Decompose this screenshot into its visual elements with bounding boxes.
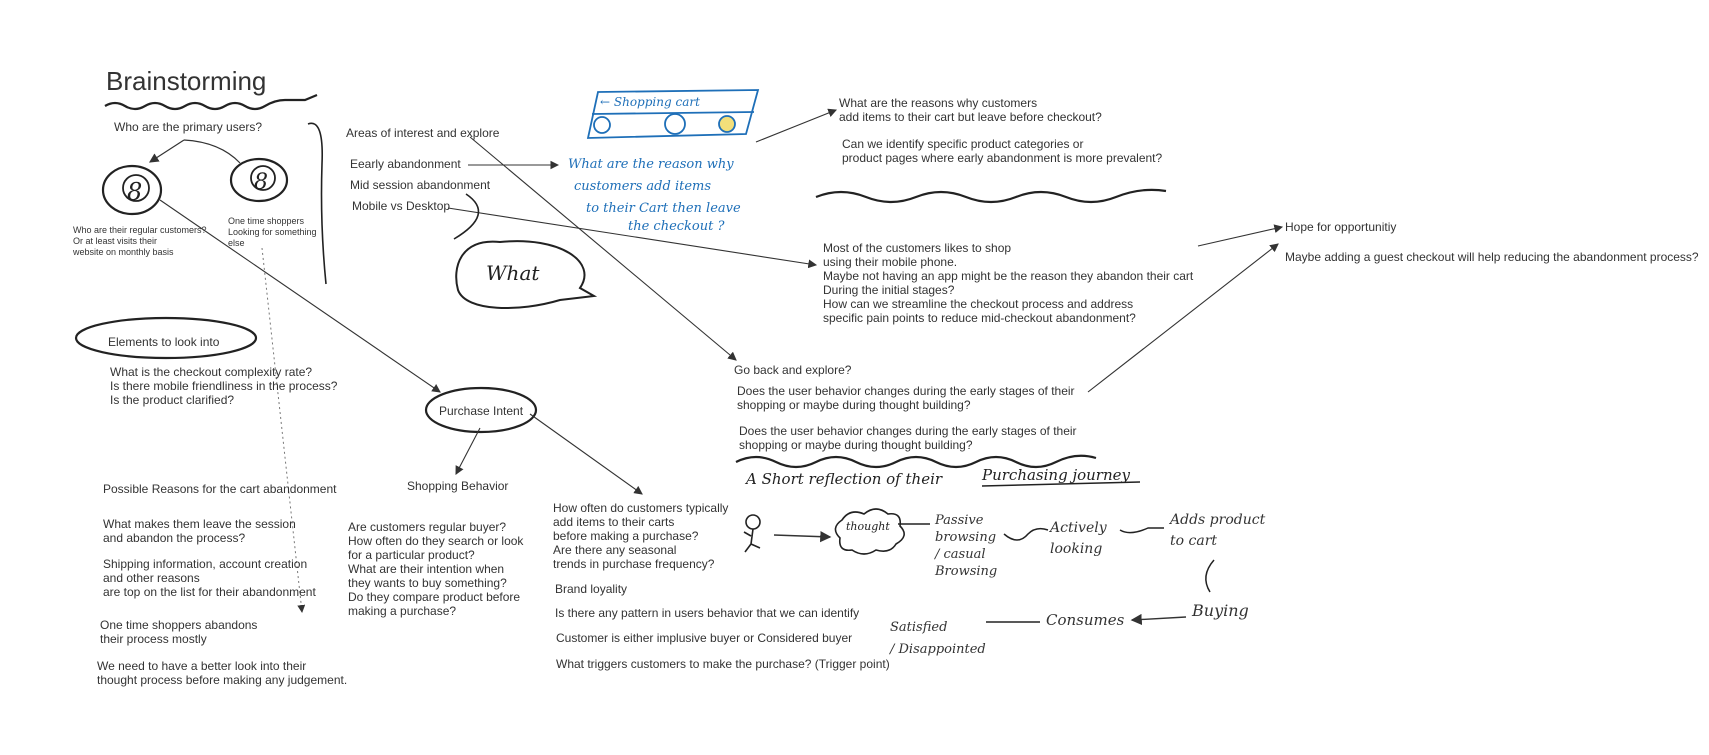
journey-divider — [735, 454, 1097, 469]
frequency-questions: How often do customers typically add ite… — [553, 501, 729, 571]
cart-q-line: the checkout ? — [628, 219, 725, 234]
journey-connector — [1119, 527, 1164, 534]
reasons-question: What are the reasons why customers add i… — [839, 96, 1102, 124]
categories-question: Can we identify specific product categor… — [842, 137, 1163, 165]
connector-arrow — [1087, 243, 1279, 393]
area-early-abandonment: Eearly abandonment — [350, 157, 461, 171]
area-mid-session: Mid session abandonment — [350, 178, 491, 192]
elements-list: What is the checkout complexity rate? Is… — [110, 365, 338, 407]
cart-q-line: to their Cart then leave — [586, 201, 741, 216]
connector-arrow — [469, 136, 737, 361]
journey-consumes: Consumes — [1046, 611, 1125, 629]
users-branch-arrow — [183, 139, 241, 164]
elements-title: Elements to look into — [108, 335, 220, 349]
board-title: Brainstorming — [106, 66, 267, 96]
stick-figure-icon — [743, 514, 761, 553]
journey-passive-browsing: Passive browsing / casual Browsing — [935, 513, 998, 579]
journey-connector — [1003, 527, 1049, 541]
connector-arrow — [529, 413, 643, 495]
connector-arrow — [455, 427, 481, 475]
journey-title-underlined: Purchasing journey — [981, 466, 1131, 484]
one-time-abandons: One time shoppers abandons their process… — [100, 618, 258, 646]
brand-loyalty: Brand loyality — [555, 582, 628, 596]
journey-connector — [1205, 559, 1215, 593]
connector-scribble — [453, 193, 480, 240]
early-stage-question-2: Does the user behavior changes during th… — [739, 424, 1077, 452]
journey-adds-to-cart: Adds product to cart — [1170, 512, 1266, 549]
shopping-behavior-label: Shopping Behavior — [407, 479, 509, 493]
purchase-intent-label: Purchase Intent — [439, 404, 524, 418]
wave-separator — [815, 188, 1167, 204]
shopping-behavior-questions: Are customers regular buyer? How often d… — [348, 520, 524, 618]
journey-outcome: Satisfied / Disappointed — [890, 620, 986, 657]
cart-q-line: customers add items — [574, 179, 711, 194]
purchase-intent-ellipse — [424, 386, 538, 434]
cart-sketch-header: ← Shopping cart — [600, 95, 700, 109]
title-underline-scribble — [104, 93, 318, 111]
possible-reasons-title: Possible Reasons for the cart abandonmen… — [103, 482, 337, 496]
trigger-question: What triggers customers to make the purc… — [556, 657, 890, 671]
one-time-shopper-avatar: 8 — [229, 157, 289, 203]
buyer-type: Customer is either implusive buyer or Co… — [556, 631, 853, 645]
shopping-cart-sketch — [586, 89, 760, 139]
thought-cloud — [834, 508, 905, 555]
speech-bubble-text: What — [486, 261, 540, 285]
go-back-label: Go back and explore? — [734, 363, 852, 377]
cart-q-line: What are the reason why — [568, 157, 734, 172]
journey-title: A Short reflection of their — [744, 470, 943, 488]
users-branch-arrow — [148, 139, 185, 163]
leave-question: What makes them leave the session and ab… — [103, 517, 296, 545]
journey-buying: Buying — [1192, 601, 1249, 620]
connector-arrow — [159, 199, 441, 393]
speech-bubble — [455, 240, 598, 309]
svg-text:8: 8 — [254, 170, 268, 195]
journey-title-underline — [981, 481, 1141, 487]
area-mobile-desktop: Mobile vs Desktop — [352, 199, 451, 213]
connector-arrow — [755, 108, 838, 143]
connector-arrow — [1197, 224, 1284, 247]
hope-text: Maybe adding a guest checkout will help … — [1285, 250, 1699, 264]
journey-arrow — [773, 531, 832, 543]
one-time-shoppers-note: One time shoppers Looking for something … — [228, 216, 317, 248]
areas-title: Areas of interest and explore — [346, 126, 500, 140]
dotted-connector — [261, 247, 306, 613]
bracket-scribble — [307, 122, 327, 285]
thought-cloud-text: thought — [846, 520, 890, 533]
pattern-question: Is there any pattern in users behavior t… — [555, 606, 860, 620]
regular-customers-note: Who are their regular customers? Or at l… — [73, 225, 207, 257]
mobile-note: Most of the customers likes to shop usin… — [823, 241, 1194, 325]
primary-users-question: Who are the primary users? — [114, 120, 263, 134]
shipping-note: Shipping information, account creation a… — [103, 557, 316, 599]
better-look-note: We need to have a better look into their… — [97, 659, 348, 687]
journey-actively-looking: Actively looking — [1050, 520, 1107, 557]
early-stage-question-1: Does the user behavior changes during th… — [737, 384, 1075, 412]
connector-arrow — [447, 207, 818, 269]
journey-arrow — [1130, 613, 1187, 626]
regular-customer-avatar: 8 — [101, 164, 163, 216]
svg-text:8: 8 — [127, 178, 142, 206]
elements-ellipse — [74, 316, 258, 360]
cart-sketch-question: What are the reason why customers add it… — [568, 157, 745, 234]
hope-title: Hope for opportunitiy — [1285, 220, 1397, 234]
